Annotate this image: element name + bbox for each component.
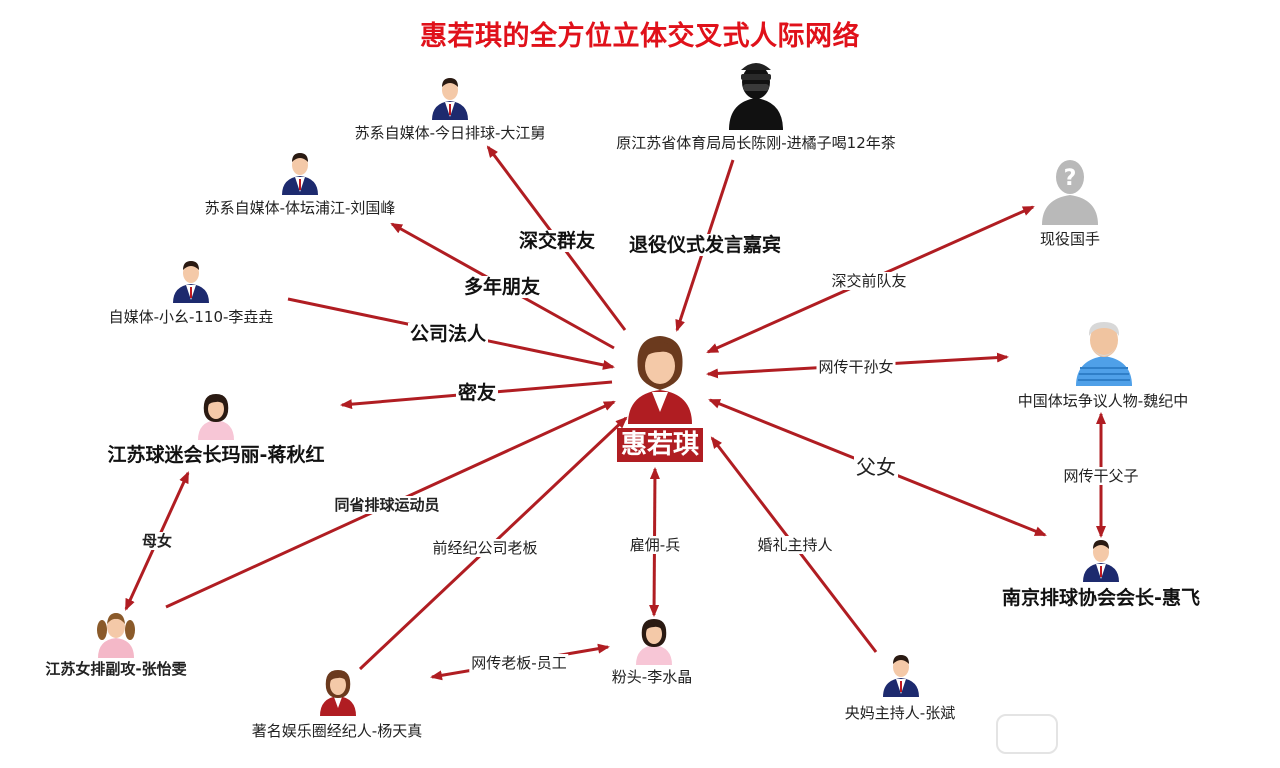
edge-label-shenjiaoqunyou: 深交群友 xyxy=(516,230,598,252)
edge-label-tuiyi: 退役仪式发言嘉宾 xyxy=(626,234,784,256)
node-label-xianyi: 现役国手 xyxy=(1039,230,1101,248)
chengang-masked-person-icon xyxy=(729,63,783,130)
liyaoyao-male-suit-icon xyxy=(173,261,209,303)
jiangqiuhong-female-pink-icon xyxy=(198,394,234,440)
zhangyiwen-girl-pigtails-icon xyxy=(97,613,135,658)
node-label-chengang: 原江苏省体育局局长陈刚-进橘子喝12年茶 xyxy=(616,134,896,152)
edge-label-laoban: 网传老板-员工 xyxy=(469,654,569,672)
center-female-suit-icon xyxy=(628,336,692,424)
node-label-liuguofeng: 苏系自媒体-体坛浦江-刘国峰 xyxy=(204,199,396,217)
node-label-dajiangjiu: 苏系自媒体-今日排球-大江舅 xyxy=(354,124,546,142)
node-label-liyaoyao: 自媒体-小幺-110-李垚垚 xyxy=(108,308,274,326)
weijizhong-elderly-man-icon xyxy=(1076,322,1132,386)
diagram-title: 惠若琪的全方位立体交叉式人际网络 xyxy=(420,21,860,52)
edge-label-qianduiyou: 深交前队友 xyxy=(829,272,909,290)
xianyi-unknown-person-icon: ? xyxy=(1042,160,1098,225)
node-label-weijizhong: 中国体坛争议人物-魏纪中 xyxy=(1017,392,1189,410)
huifei-male-suit-icon xyxy=(1083,540,1119,582)
edge-label-hunli: 婚礼主持人 xyxy=(755,536,835,554)
liuguofeng-male-suit-icon xyxy=(282,153,318,195)
edge-label-duonian: 多年朋友 xyxy=(461,276,543,298)
node-label-yangtianzhen: 著名娱乐圈经纪人-杨天真 xyxy=(251,722,423,740)
node-label-lishuijing: 粉头-李水晶 xyxy=(611,668,693,686)
yangtianzhen-female-suit-icon xyxy=(320,670,356,716)
node-label-zhangyiwen: 江苏女排副攻-张怡雯 xyxy=(45,660,187,678)
dajiangjiu-male-suit-icon xyxy=(432,78,468,120)
zhangbin-male-suit-icon xyxy=(883,655,919,697)
edge-label-gansunnv: 网传干孙女 xyxy=(816,358,896,376)
watermark-logo xyxy=(996,714,1058,754)
edge-label-miyou: 密友 xyxy=(455,382,499,404)
edge-label-tongsheng: 同省排球运动员 xyxy=(332,496,442,514)
lishuijing-female-pink-icon xyxy=(636,619,672,665)
edge-label-munv: 母女 xyxy=(139,532,175,550)
edge-label-guyong: 雇佣-兵 xyxy=(627,536,683,554)
node-label-zhangbin: 央妈主持人-张斌 xyxy=(844,704,956,722)
edge-label-gongsi: 公司法人 xyxy=(407,323,489,345)
edge-label-funv: 父女 xyxy=(854,455,898,479)
node-label-jiangqiuhong: 江苏球迷会长玛丽-蒋秋红 xyxy=(107,444,325,466)
edge-label-jingji: 前经纪公司老板 xyxy=(430,539,540,557)
edge-label-ganfuzi: 网传干父子 xyxy=(1061,467,1141,485)
center-label: 惠若琪 xyxy=(616,428,704,462)
node-label-huifei: 南京排球协会会长-惠飞 xyxy=(1002,587,1200,609)
svg-text:?: ? xyxy=(1064,166,1077,191)
